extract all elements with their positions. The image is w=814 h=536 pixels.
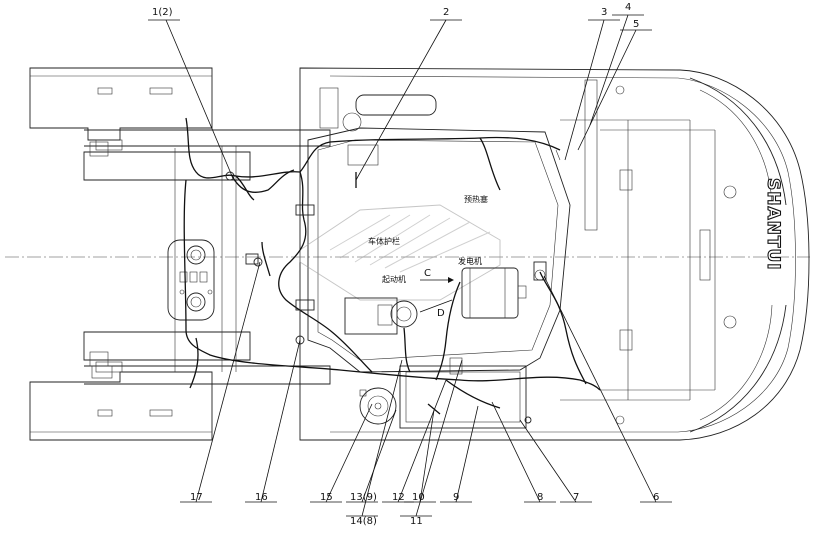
starter-motor — [344, 297, 418, 335]
component-labels: 预热塞 车体护栏 起动机 发电机 C D — [368, 194, 488, 319]
instrument-panel — [167, 239, 215, 321]
callout-1: 1(2) — [152, 7, 173, 18]
mark-d: D — [437, 308, 445, 319]
brand-logo-text: SHANTUI — [763, 178, 783, 271]
callout-15: 15 — [320, 492, 333, 503]
callout-12: 12 — [392, 492, 405, 503]
callout-6: 6 — [653, 492, 659, 503]
hatched-arrow-mark — [299, 204, 501, 301]
callout-10: 10 — [412, 492, 425, 503]
leader-lines — [148, 14, 672, 517]
mast-carriage — [83, 129, 331, 385]
callout-14: 14(8) — [350, 516, 377, 527]
label-preheater: 预热塞 — [464, 194, 488, 204]
label-frame-ground: 车体护栏 — [368, 236, 400, 246]
callout-3: 3 — [601, 7, 607, 18]
callout-17: 17 — [190, 492, 203, 503]
engine-compartment — [307, 94, 571, 373]
truck-body — [299, 67, 810, 441]
wiring-harness — [183, 117, 601, 424]
label-generator: 发电机 — [458, 256, 482, 266]
fork-upper — [29, 67, 213, 151]
callout-5: 5 — [633, 19, 639, 30]
callout-9: 9 — [453, 492, 459, 503]
callout-2: 2 — [443, 7, 449, 18]
alternator — [461, 267, 546, 319]
battery-box — [359, 357, 527, 429]
callout-16: 16 — [255, 492, 268, 503]
callout-labels: 1(2) 2 3 4 5 6 7 8 9 10 11 12 13(9) 14(8… — [152, 2, 659, 527]
callout-13: 13(9) — [350, 492, 377, 503]
fork-lower — [29, 361, 213, 441]
callout-7: 7 — [573, 492, 579, 503]
callout-8: 8 — [537, 492, 543, 503]
callout-4: 4 — [625, 2, 631, 13]
callout-11: 11 — [410, 516, 423, 527]
label-starter: 起动机 — [382, 274, 406, 284]
mark-c: C — [424, 268, 431, 279]
